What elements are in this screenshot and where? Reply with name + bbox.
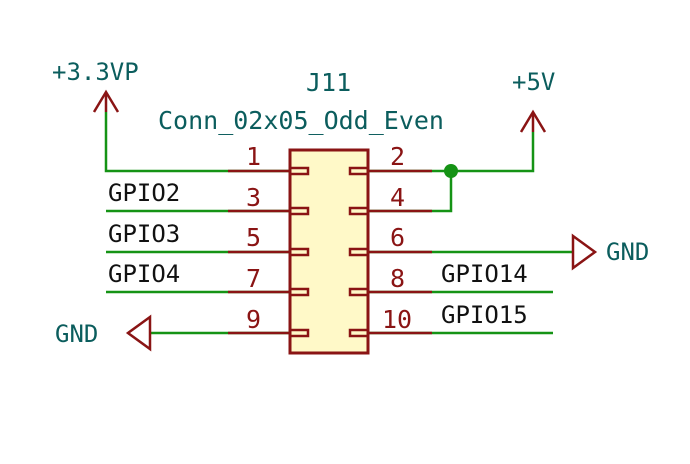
pin-number-1: 1 [246, 142, 261, 171]
gnd-label-right: GND [606, 238, 649, 266]
net-label-gpio3: GPIO3 [108, 220, 180, 248]
power-3v3-arrow-icon [92, 89, 120, 113]
wire-pin4 [368, 171, 453, 213]
gnd-label-left: GND [55, 320, 98, 348]
gnd-left-arrow-icon [125, 314, 152, 352]
net-label-gpio2: GPIO2 [108, 179, 180, 207]
net-label-gpio4: GPIO4 [108, 260, 180, 288]
pin-notches [288, 166, 370, 338]
component-value: Conn_02x05_Odd_Even [158, 106, 444, 135]
power-5v-arrow-icon [519, 109, 547, 133]
pin-number-9: 9 [246, 305, 261, 334]
net-label-gpio15: GPIO15 [441, 301, 528, 329]
pin-number-2: 2 [390, 142, 405, 171]
pin-number-7: 7 [246, 264, 261, 293]
pin-number-5: 5 [246, 223, 261, 252]
pin-number-10: 10 [382, 305, 412, 334]
power-label-3v3: +3.3VP [52, 58, 139, 86]
pin-number-3: 3 [246, 183, 261, 212]
component-reference: J11 [306, 68, 351, 97]
gnd-right-arrow-icon [571, 233, 598, 271]
pin-number-4: 4 [390, 183, 405, 212]
pin-stubs [228, 169, 432, 335]
connector-body [288, 148, 370, 355]
junction-dot [444, 164, 458, 178]
power-label-5v: +5V [512, 68, 555, 96]
pin-number-6: 6 [390, 223, 405, 252]
pin-number-8: 8 [390, 264, 405, 293]
net-label-gpio14: GPIO14 [441, 260, 528, 288]
